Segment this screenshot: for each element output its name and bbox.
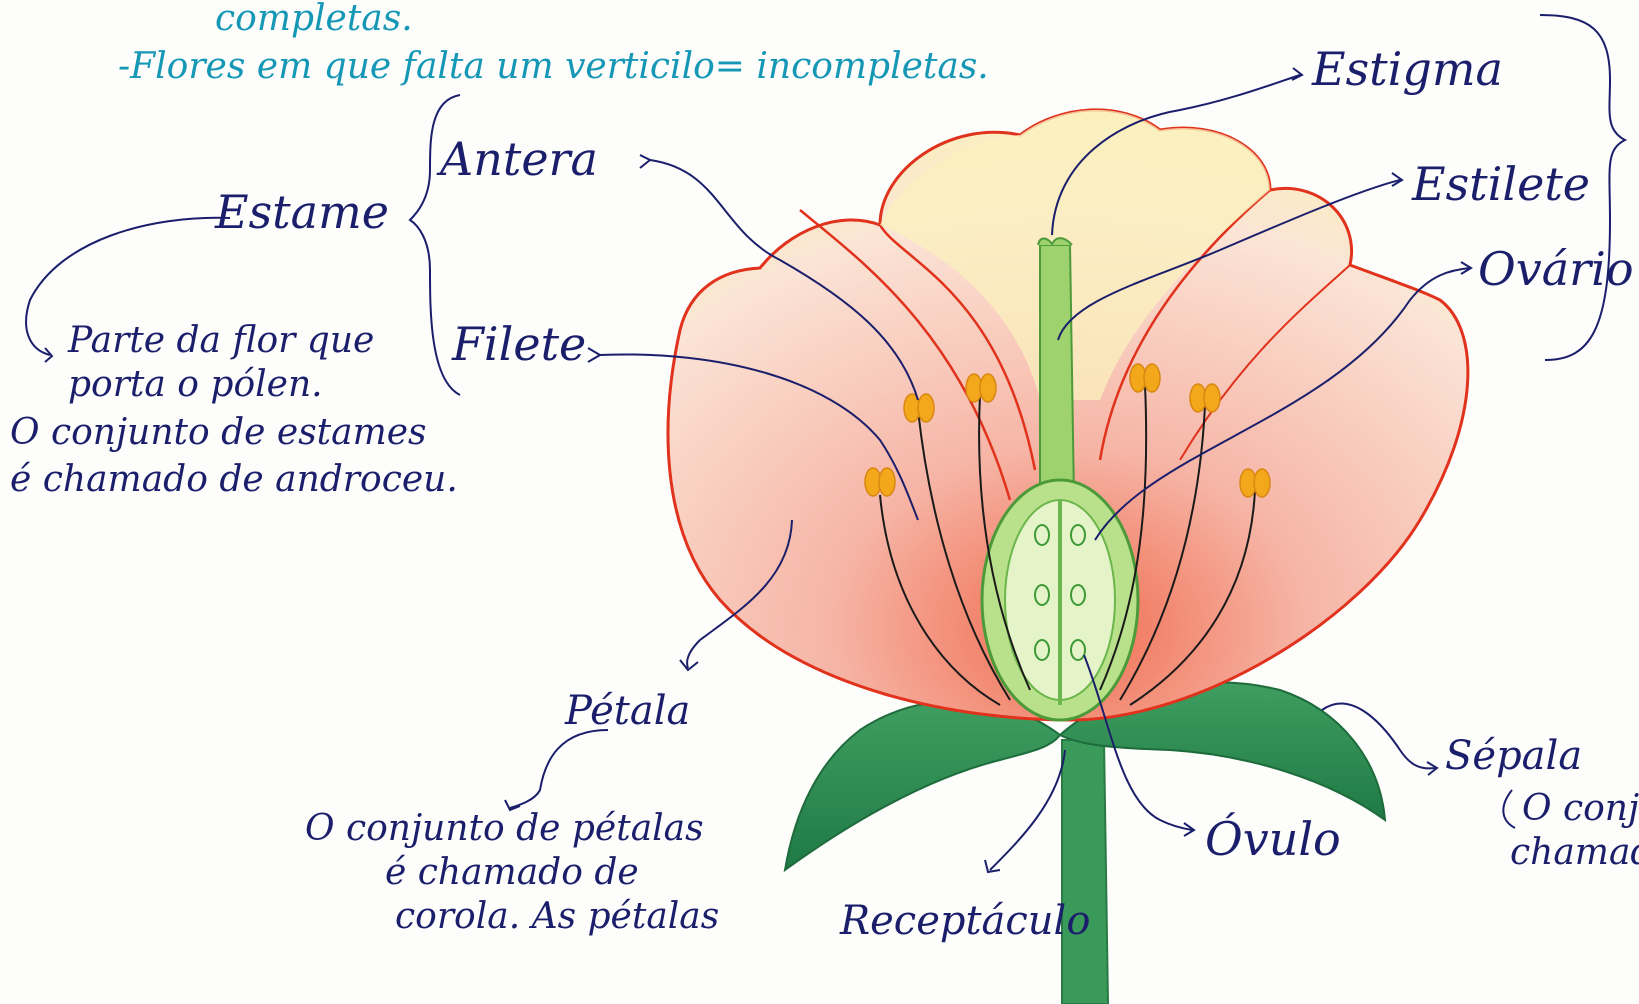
petal-light-area bbox=[880, 109, 1270, 400]
sepal-left bbox=[783, 699, 1062, 873]
petal-inner-right bbox=[1098, 189, 1271, 461]
note-estame-line-4: é chamado de androceu. bbox=[10, 459, 458, 501]
label-estilete: Estilete bbox=[1412, 157, 1591, 211]
note-estame-line-3: O conjunto de estames bbox=[10, 411, 427, 453]
label-receptaculo: Receptáculo bbox=[840, 898, 1091, 944]
note-incompletas: -Flores em que falta um verticilo= incom… bbox=[118, 46, 989, 87]
ovules bbox=[1034, 524, 1086, 661]
anthers bbox=[864, 363, 1271, 498]
filaments bbox=[879, 384, 1256, 706]
note-sepala-line-2: chamado bbox=[1510, 831, 1639, 873]
note-petala-line-1: O conjunto de pétalas bbox=[305, 808, 704, 849]
arrow-heads bbox=[44, 67, 1473, 874]
stigma bbox=[1037, 237, 1073, 246]
note-estame-line-2: porta o pólen. bbox=[68, 363, 323, 405]
note-petala-line-3: corola. As pétalas bbox=[395, 895, 720, 937]
label-sepala: Sépala bbox=[1445, 733, 1583, 779]
stem bbox=[1061, 739, 1110, 1004]
label-ovulo: Óvulo bbox=[1205, 812, 1341, 866]
note-completas: completas. bbox=[215, 0, 413, 39]
note-sepala: O conju chamado bbox=[1510, 790, 1639, 872]
label-filete: Filete bbox=[452, 317, 587, 371]
label-petala: Pétala bbox=[565, 688, 691, 734]
note-petala-line-2: é chamado de bbox=[385, 851, 639, 893]
note-estame: Parte da flor que porta o pólen. O conju… bbox=[10, 320, 458, 499]
petal-inner-left bbox=[799, 209, 1012, 501]
note-sepala-line-1: O conju bbox=[1522, 788, 1639, 829]
label-antera: Antera bbox=[440, 132, 598, 186]
label-estame: Estame bbox=[215, 185, 389, 239]
note-petala: O conjunto de pétalas é chamado de corol… bbox=[305, 810, 719, 935]
pointer-lines bbox=[25, 14, 1628, 871]
note-estame-line-1: Parte da flor que bbox=[68, 320, 375, 361]
label-ovario: Ovário bbox=[1478, 242, 1634, 296]
label-estigma: Estigma bbox=[1312, 42, 1503, 96]
style bbox=[1039, 244, 1076, 501]
petal-inner-mid bbox=[878, 224, 1037, 471]
